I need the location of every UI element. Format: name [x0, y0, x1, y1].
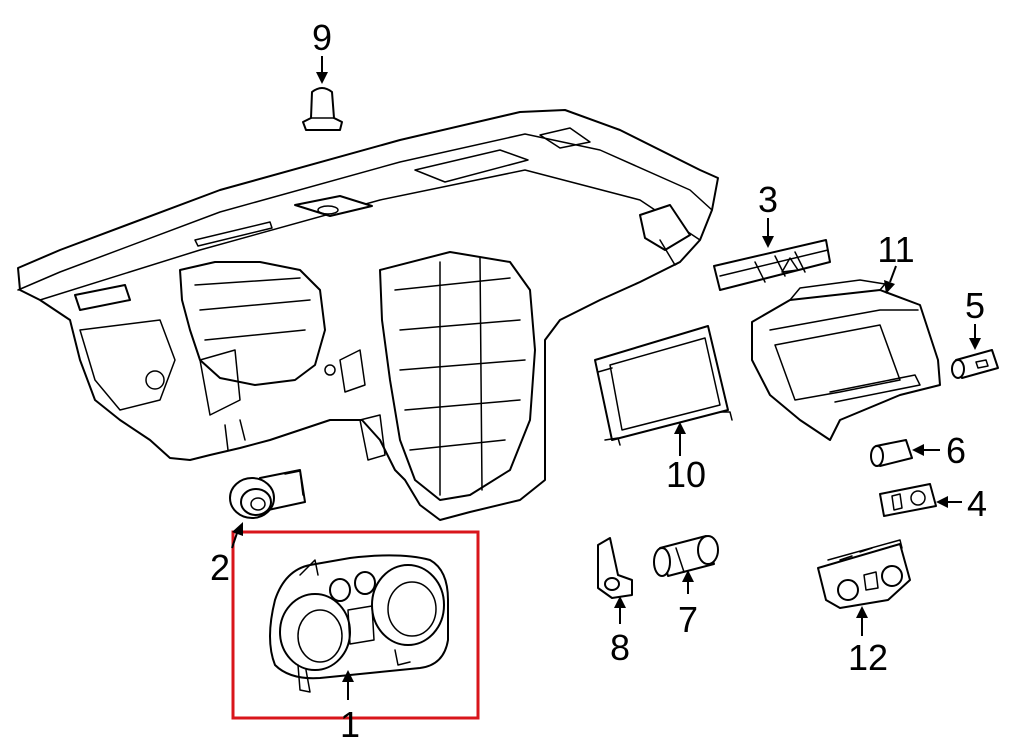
headlamp-switch-part [229, 469, 306, 519]
climate-control-part [817, 539, 911, 609]
callout-10: 10 [666, 454, 706, 495]
small-switch-part [879, 483, 937, 517]
callout-7: 7 [678, 599, 698, 640]
push-button-part [951, 349, 999, 379]
instrument-cluster-part [269, 554, 449, 693]
callout-4: 4 [967, 483, 987, 524]
lock-cylinder-part [653, 535, 719, 577]
instrument-panel [17, 109, 719, 521]
callout-8: 8 [610, 627, 630, 668]
callout-6: 6 [946, 430, 966, 471]
hazard-switch-part [713, 239, 831, 291]
radio-bezel-part [751, 279, 941, 441]
callout-1: 1 [340, 704, 360, 744]
bracket-part [597, 537, 633, 599]
callout-11: 11 [877, 229, 914, 270]
callout-2: 2 [210, 547, 230, 588]
callout-labels: 9 3 11 5 6 4 10 12 8 7 2 1 [210, 17, 987, 744]
leader-lines [231, 56, 981, 700]
display-screen-part [594, 325, 733, 446]
highlight-box [231, 530, 480, 720]
ignition-switch-part [870, 439, 913, 467]
callout-5: 5 [965, 285, 985, 326]
sensor-part [302, 87, 343, 131]
callout-9: 9 [312, 17, 332, 58]
callout-3: 3 [758, 179, 778, 220]
callout-12: 12 [848, 637, 888, 678]
